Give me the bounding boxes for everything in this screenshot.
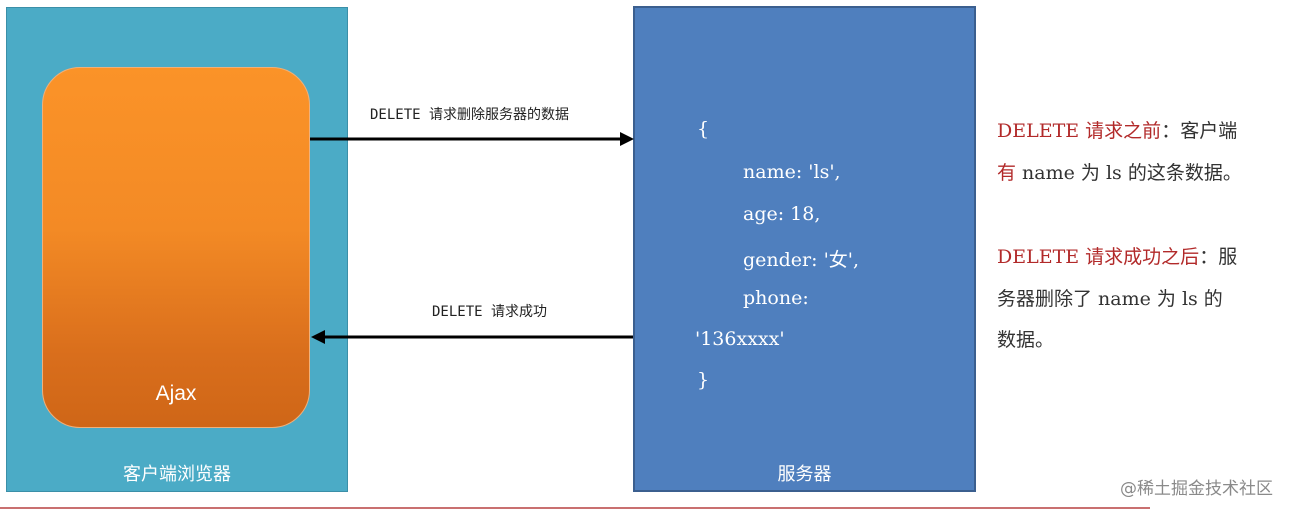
code-age-line: age: 18, [743, 203, 821, 225]
note-after-line-2: 务器删除了 name 为 ls 的 [997, 288, 1223, 310]
server-panel [633, 6, 976, 492]
note-before-line-1: DELETE 请求之前：客户端 [997, 116, 1237, 143]
note-before-text-1: ：客户端 [1161, 120, 1238, 142]
request-arrow [310, 132, 634, 146]
response-arrow [311, 330, 633, 344]
note-before-line-2: 有 name 为 ls 的这条数据。 [997, 158, 1242, 185]
ajax-box [42, 67, 310, 428]
note-after-text-1: ：服 [1199, 246, 1238, 268]
response-arrow-label: DELETE 请求成功 [432, 304, 548, 320]
bottom-divider [0, 507, 1150, 509]
code-gender-line: gender: '女', [743, 249, 860, 271]
watermark: @稀土掘金技术社区 [1120, 479, 1273, 499]
ajax-label: Ajax [155, 382, 197, 405]
note-after-highlight: DELETE 请求成功之后 [997, 246, 1200, 268]
code-close-brace: } [697, 369, 710, 391]
client-browser-label: 客户端浏览器 [123, 464, 231, 485]
server-label: 服务器 [777, 464, 832, 485]
code-phone-key: phone: [743, 287, 809, 309]
note-after-line-1: DELETE 请求成功之后：服 [997, 242, 1237, 269]
note-before-highlight: DELETE 请求之前 [997, 120, 1162, 142]
note-after-line-3: 数据。 [997, 329, 1055, 351]
code-name-line: name: 'ls', [743, 161, 841, 183]
request-arrow-label: DELETE 请求删除服务器的数据 [370, 107, 570, 123]
note-before-text-2: name 为 ls 的这条数据。 [1016, 162, 1242, 184]
code-phone-value: '136xxxx' [695, 328, 785, 350]
code-open-brace: { [697, 118, 710, 140]
note-before-highlight-2: 有 [997, 162, 1017, 184]
